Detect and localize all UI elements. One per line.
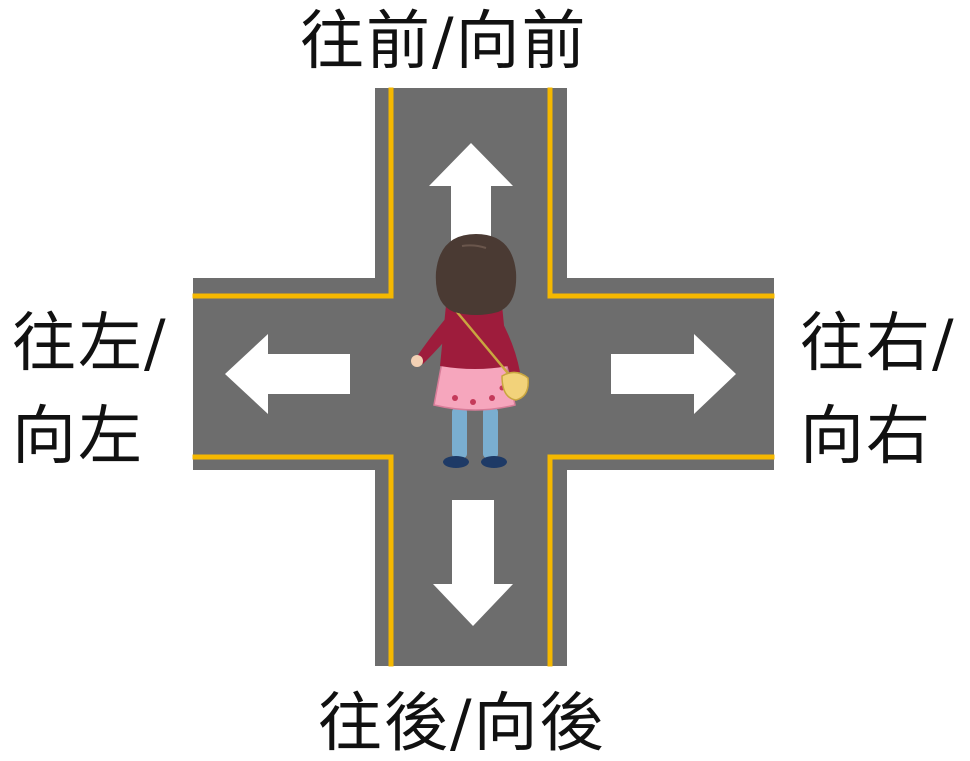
girl-hand-left	[411, 355, 423, 367]
label-forward: 往前/向前	[300, 5, 588, 79]
bag-strap	[451, 305, 513, 379]
girl-leg-right	[483, 408, 498, 458]
bag-icon	[501, 371, 529, 401]
lane-line-top-right	[547, 87, 775, 299]
label-right: 往右/ 向右	[800, 298, 956, 484]
arrow-up-icon	[429, 143, 513, 245]
label-right-line2: 向右	[800, 399, 932, 474]
girl-shoe-left	[443, 456, 469, 468]
label-left: 往左/ 向左	[12, 298, 168, 484]
arrow-right-icon	[611, 334, 736, 414]
girl-leg-left	[452, 408, 467, 458]
arrow-down-icon	[433, 500, 513, 626]
girl-illustration	[411, 234, 529, 468]
girl-hair	[435, 234, 517, 315]
lane-line-bottom-right	[547, 454, 775, 667]
label-left-line2: 向左	[12, 399, 144, 474]
lane-line-top-left	[192, 87, 394, 299]
arrow-left-icon	[225, 334, 350, 414]
girl-shoe-right	[481, 456, 507, 468]
lane-line-bottom-left	[192, 454, 394, 667]
label-left-line1: 往左/	[12, 307, 168, 381]
label-right-line1: 往右/	[800, 307, 956, 381]
lane-lines	[192, 87, 775, 667]
label-backward: 往後/向後	[318, 687, 606, 761]
